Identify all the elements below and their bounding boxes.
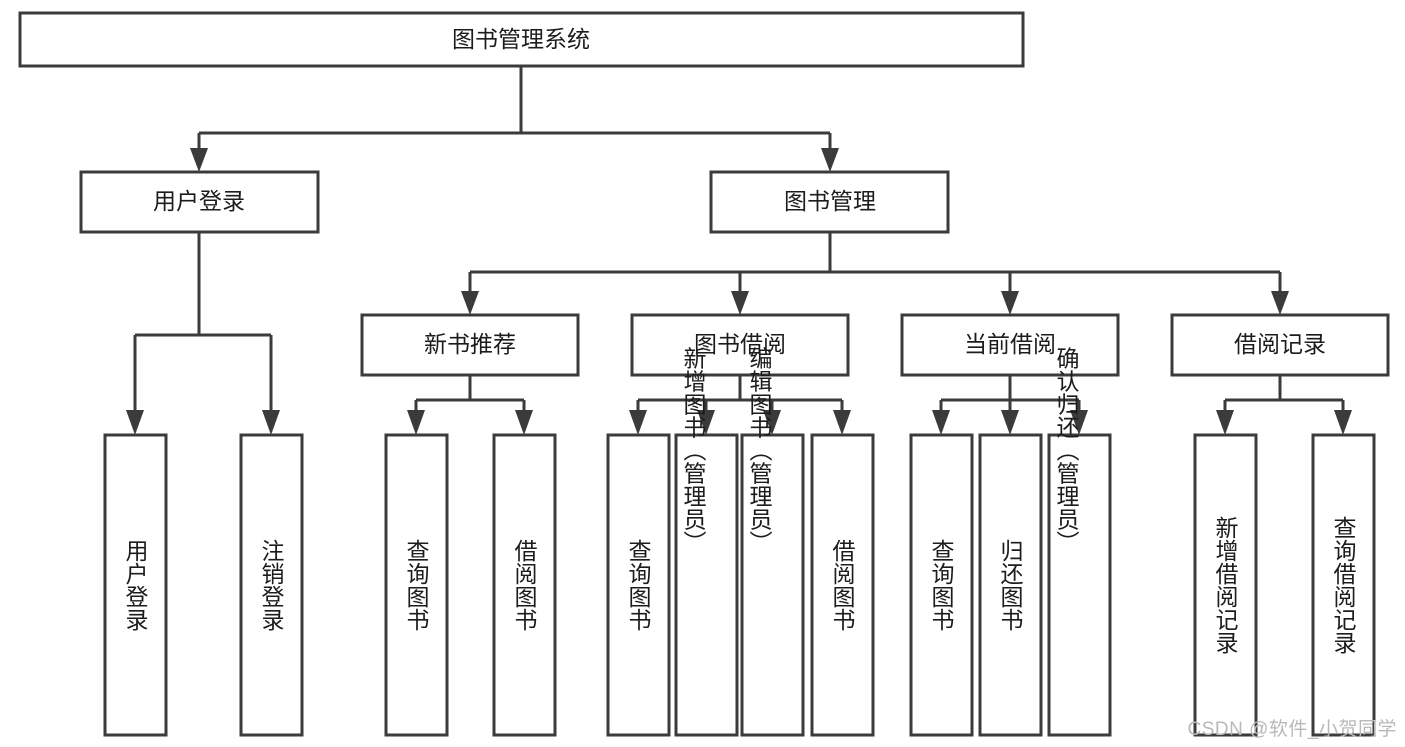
node-new-book-recommend-label: 新书推荐 — [424, 331, 516, 357]
arrow-to-leaf-logout — [262, 410, 280, 435]
arrow-cb-leaf-1 — [932, 410, 950, 435]
connector-group-book-manage — [468, 232, 1282, 293]
leaf-user-logout-label: 注销登录 — [258, 539, 285, 631]
arrow-cb-leaf-2 — [1001, 410, 1019, 435]
leaf-bb-borrow-book[interactable]: 借阅图书 — [810, 433, 875, 737]
arrow-to-new-book — [461, 291, 479, 315]
arrow-bb-leaf-3 — [763, 410, 781, 435]
node-user-login-label: 用户登录 — [153, 188, 245, 214]
connector-group-user-login — [133, 232, 273, 412]
node-user-login[interactable]: 用户登录 — [79, 170, 320, 234]
leaf-bb-borrow-book-label: 借阅图书 — [829, 539, 856, 631]
arrow-to-user-login — [190, 148, 208, 172]
arrow-nb-leaf-2 — [515, 410, 533, 435]
arrow-to-book-borrow — [731, 291, 749, 315]
leaf-bb-query-book[interactable]: 查询图书 — [606, 433, 671, 737]
node-book-management-label: 图书管理 — [784, 188, 876, 214]
leaf-br-add-record[interactable]: 新增借阅记录 — [1193, 433, 1258, 737]
leaf-user-login-1[interactable]: 用户登录 — [103, 433, 168, 737]
leaf-bb-edit-book-label: 编辑图书（管理员） — [746, 347, 773, 554]
leaf-cb-query-book-label: 查询图书 — [928, 539, 955, 631]
node-book-borrow[interactable]: 图书借阅 — [630, 313, 850, 377]
leaf-cb-return-book-label: 归还图书 — [997, 539, 1024, 631]
node-root-system[interactable]: 图书管理系统 — [18, 11, 1025, 68]
node-book-management[interactable]: 图书管理 — [709, 170, 950, 234]
leaf-cb-query-book[interactable]: 查询图书 — [909, 433, 974, 737]
leaf-user-logout[interactable]: 注销登录 — [239, 433, 304, 737]
leaf-cb-confirm-return-label: 确认归还（管理员） — [1053, 347, 1080, 554]
connector-group-root — [197, 66, 832, 150]
leaf-nb-query-book[interactable]: 查询图书 — [384, 433, 449, 737]
arrow-bb-leaf-4 — [833, 410, 851, 435]
arrow-to-book-manage — [821, 148, 839, 172]
node-current-borrow-label: 当前借阅 — [964, 331, 1056, 357]
leaf-bb-query-book-label: 查询图书 — [625, 539, 652, 631]
arrow-to-current-borrow — [1001, 291, 1019, 315]
connector-group-borrow-record — [1223, 375, 1345, 412]
node-new-book-recommend[interactable]: 新书推荐 — [360, 313, 580, 377]
leaf-cb-return-book[interactable]: 归还图书 — [978, 433, 1043, 737]
connector-group-new-book — [414, 375, 526, 412]
leaf-nb-borrow-book[interactable]: 借阅图书 — [492, 433, 557, 737]
leaf-nb-borrow-book-label: 借阅图书 — [511, 539, 538, 631]
leaf-br-query-record-label: 查询借阅记录 — [1330, 516, 1357, 654]
node-current-borrow[interactable]: 当前借阅 — [900, 313, 1120, 377]
leaf-br-add-record-label: 新增借阅记录 — [1212, 516, 1239, 654]
arrow-to-borrow-record — [1271, 291, 1289, 315]
leaf-user-login-1-label: 用户登录 — [122, 539, 149, 631]
arrow-to-leaf-user-login — [126, 410, 144, 435]
node-book-borrow-label: 图书借阅 — [694, 331, 786, 357]
leaf-br-query-record[interactable]: 查询借阅记录 — [1311, 433, 1376, 737]
arrow-bb-leaf-2 — [697, 410, 715, 435]
leaf-nb-query-book-label: 查询图书 — [403, 539, 430, 631]
arrow-br-leaf-1 — [1216, 410, 1234, 435]
arrow-bb-leaf-1 — [629, 410, 647, 435]
leaf-bb-edit-book[interactable]: 编辑图书（管理员） — [740, 347, 805, 737]
leaf-bb-add-book[interactable]: 新增图书（管理员） — [674, 347, 739, 737]
node-root-label: 图书管理系统 — [452, 26, 590, 52]
arrow-cb-leaf-3 — [1070, 410, 1088, 435]
leaf-bb-add-book-label: 新增图书（管理员） — [680, 347, 707, 554]
connector-group-book-borrow — [636, 375, 844, 412]
node-borrow-record-label: 借阅记录 — [1234, 331, 1326, 357]
leaf-cb-confirm-return[interactable]: 确认归还（管理员） — [1047, 347, 1112, 737]
arrow-nb-leaf-1 — [407, 410, 425, 435]
arrow-br-leaf-2 — [1334, 410, 1352, 435]
node-borrow-record[interactable]: 借阅记录 — [1170, 313, 1390, 377]
connector-group-current-borrow — [939, 375, 1081, 412]
